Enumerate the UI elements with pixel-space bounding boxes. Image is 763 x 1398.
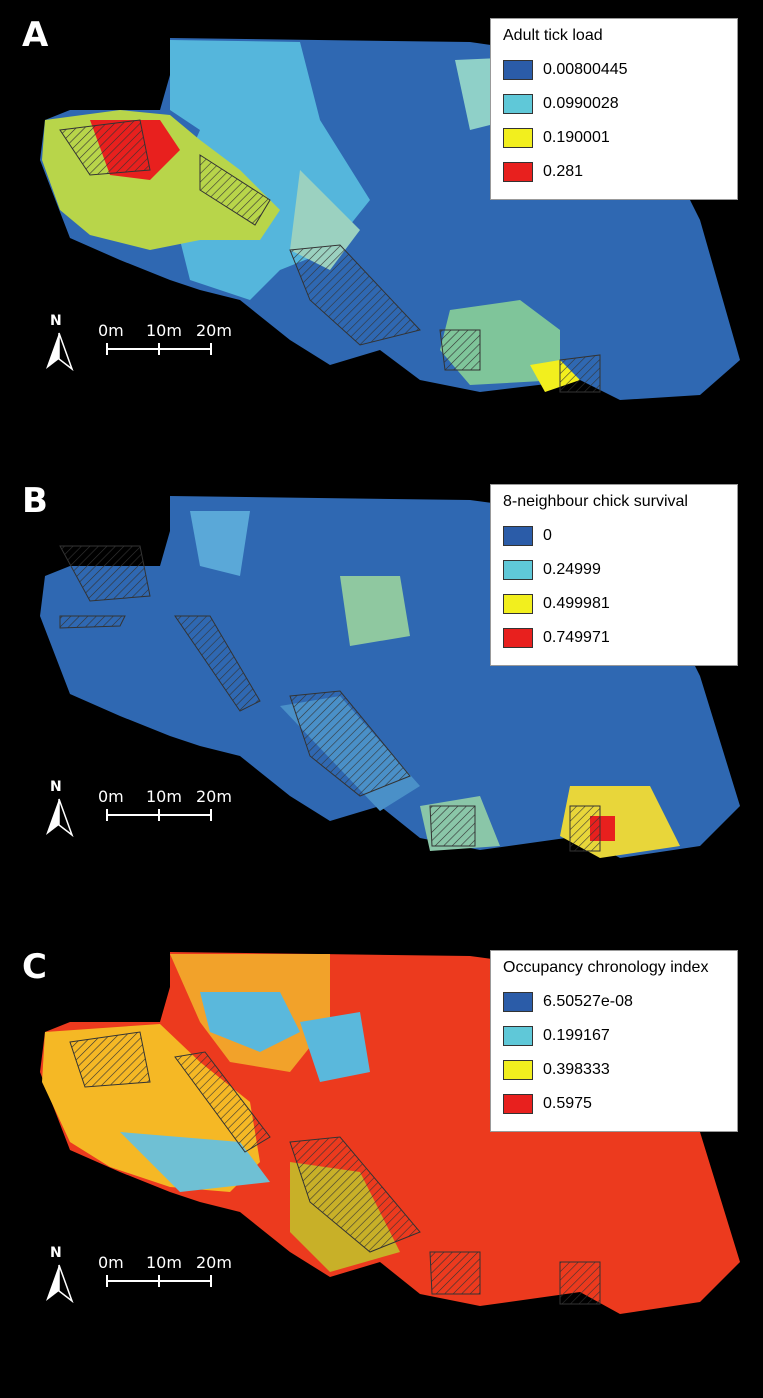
legend-swatch bbox=[503, 1026, 533, 1046]
legend-label: 6.50527e-08 bbox=[543, 993, 633, 1010]
scale-indicator: N 0m 10m 20m bbox=[42, 779, 232, 841]
legend-swatch bbox=[503, 992, 533, 1012]
north-arrow-icon bbox=[46, 798, 74, 837]
scale-indicator: N 0m 10m 20m bbox=[42, 313, 232, 375]
north-label: N bbox=[50, 779, 62, 795]
legend: Adult tick load 0.00800445 0.0990028 0.1… bbox=[490, 18, 738, 200]
panel-c: C Occupancy chronology index 6.50527e-08… bbox=[0, 932, 763, 1398]
legend: 8-neighbour chick survival 0 0.24999 0.4… bbox=[490, 484, 738, 666]
scale-bar bbox=[106, 809, 212, 821]
legend-swatch bbox=[503, 162, 533, 182]
legend-title: Adult tick load bbox=[503, 27, 603, 44]
legend-title: 8-neighbour chick survival bbox=[503, 493, 688, 510]
legend-swatch bbox=[503, 526, 533, 546]
legend-swatch bbox=[503, 1060, 533, 1080]
legend-swatch bbox=[503, 94, 533, 114]
legend-label: 0.00800445 bbox=[543, 61, 628, 78]
legend-title: Occupancy chronology index bbox=[503, 959, 709, 976]
scale-tick-label: 10m bbox=[146, 787, 182, 806]
legend-item: 0.190001 bbox=[503, 121, 727, 155]
legend-swatch bbox=[503, 560, 533, 580]
north-label: N bbox=[50, 313, 62, 329]
scale-tick-label: 10m bbox=[146, 1253, 182, 1272]
legend-label: 0.5975 bbox=[543, 1095, 592, 1112]
legend-item: 0.199167 bbox=[503, 1019, 727, 1053]
scale-tick-label: 0m bbox=[98, 1253, 124, 1272]
north-arrow-icon bbox=[46, 332, 74, 371]
legend-item: 0.0990028 bbox=[503, 87, 727, 121]
legend: Occupancy chronology index 6.50527e-08 0… bbox=[490, 950, 738, 1132]
legend-item: 0.749971 bbox=[503, 621, 727, 655]
panel-a: A Adult tick load 0.00800445 0.0990028 0… bbox=[0, 0, 763, 466]
legend-item: 6.50527e-08 bbox=[503, 985, 727, 1019]
legend-item: 0.5975 bbox=[503, 1087, 727, 1121]
legend-label: 0.281 bbox=[543, 163, 584, 180]
legend-item: 0.24999 bbox=[503, 553, 727, 587]
panel-letter: A bbox=[22, 15, 49, 55]
legend-label: 0.499981 bbox=[543, 595, 610, 612]
legend-item: 0.00800445 bbox=[503, 53, 727, 87]
legend-label: 0 bbox=[543, 527, 552, 544]
panel-letter: C bbox=[22, 947, 47, 987]
north-label: N bbox=[50, 1245, 62, 1261]
scale-bar bbox=[106, 343, 212, 355]
legend-swatch bbox=[503, 128, 533, 148]
legend-label: 0.190001 bbox=[543, 129, 610, 146]
legend-item: 0.499981 bbox=[503, 587, 727, 621]
panel-letter: B bbox=[22, 481, 48, 521]
legend-item: 0.398333 bbox=[503, 1053, 727, 1087]
legend-swatch bbox=[503, 594, 533, 614]
legend-item: 0 bbox=[503, 519, 727, 553]
north-arrow-icon bbox=[46, 1264, 74, 1303]
legend-item: 0.281 bbox=[503, 155, 727, 189]
legend-label: 0.24999 bbox=[543, 561, 601, 578]
legend-swatch bbox=[503, 1094, 533, 1114]
legend-label: 0.199167 bbox=[543, 1027, 610, 1044]
legend-swatch bbox=[503, 628, 533, 648]
legend-swatch bbox=[503, 60, 533, 80]
scale-bar bbox=[106, 1275, 212, 1287]
legend-label: 0.398333 bbox=[543, 1061, 610, 1078]
scale-tick-label: 20m bbox=[196, 321, 232, 340]
scale-tick-label: 10m bbox=[146, 321, 182, 340]
scale-tick-label: 0m bbox=[98, 787, 124, 806]
scale-tick-label: 0m bbox=[98, 321, 124, 340]
scale-tick-label: 20m bbox=[196, 1253, 232, 1272]
legend-label: 0.749971 bbox=[543, 629, 610, 646]
panel-b: B 8-neighbour chick survival 0 0.24999 0… bbox=[0, 466, 763, 932]
scale-tick-label: 20m bbox=[196, 787, 232, 806]
legend-label: 0.0990028 bbox=[543, 95, 619, 112]
scale-indicator: N 0m 10m 20m bbox=[42, 1245, 232, 1307]
